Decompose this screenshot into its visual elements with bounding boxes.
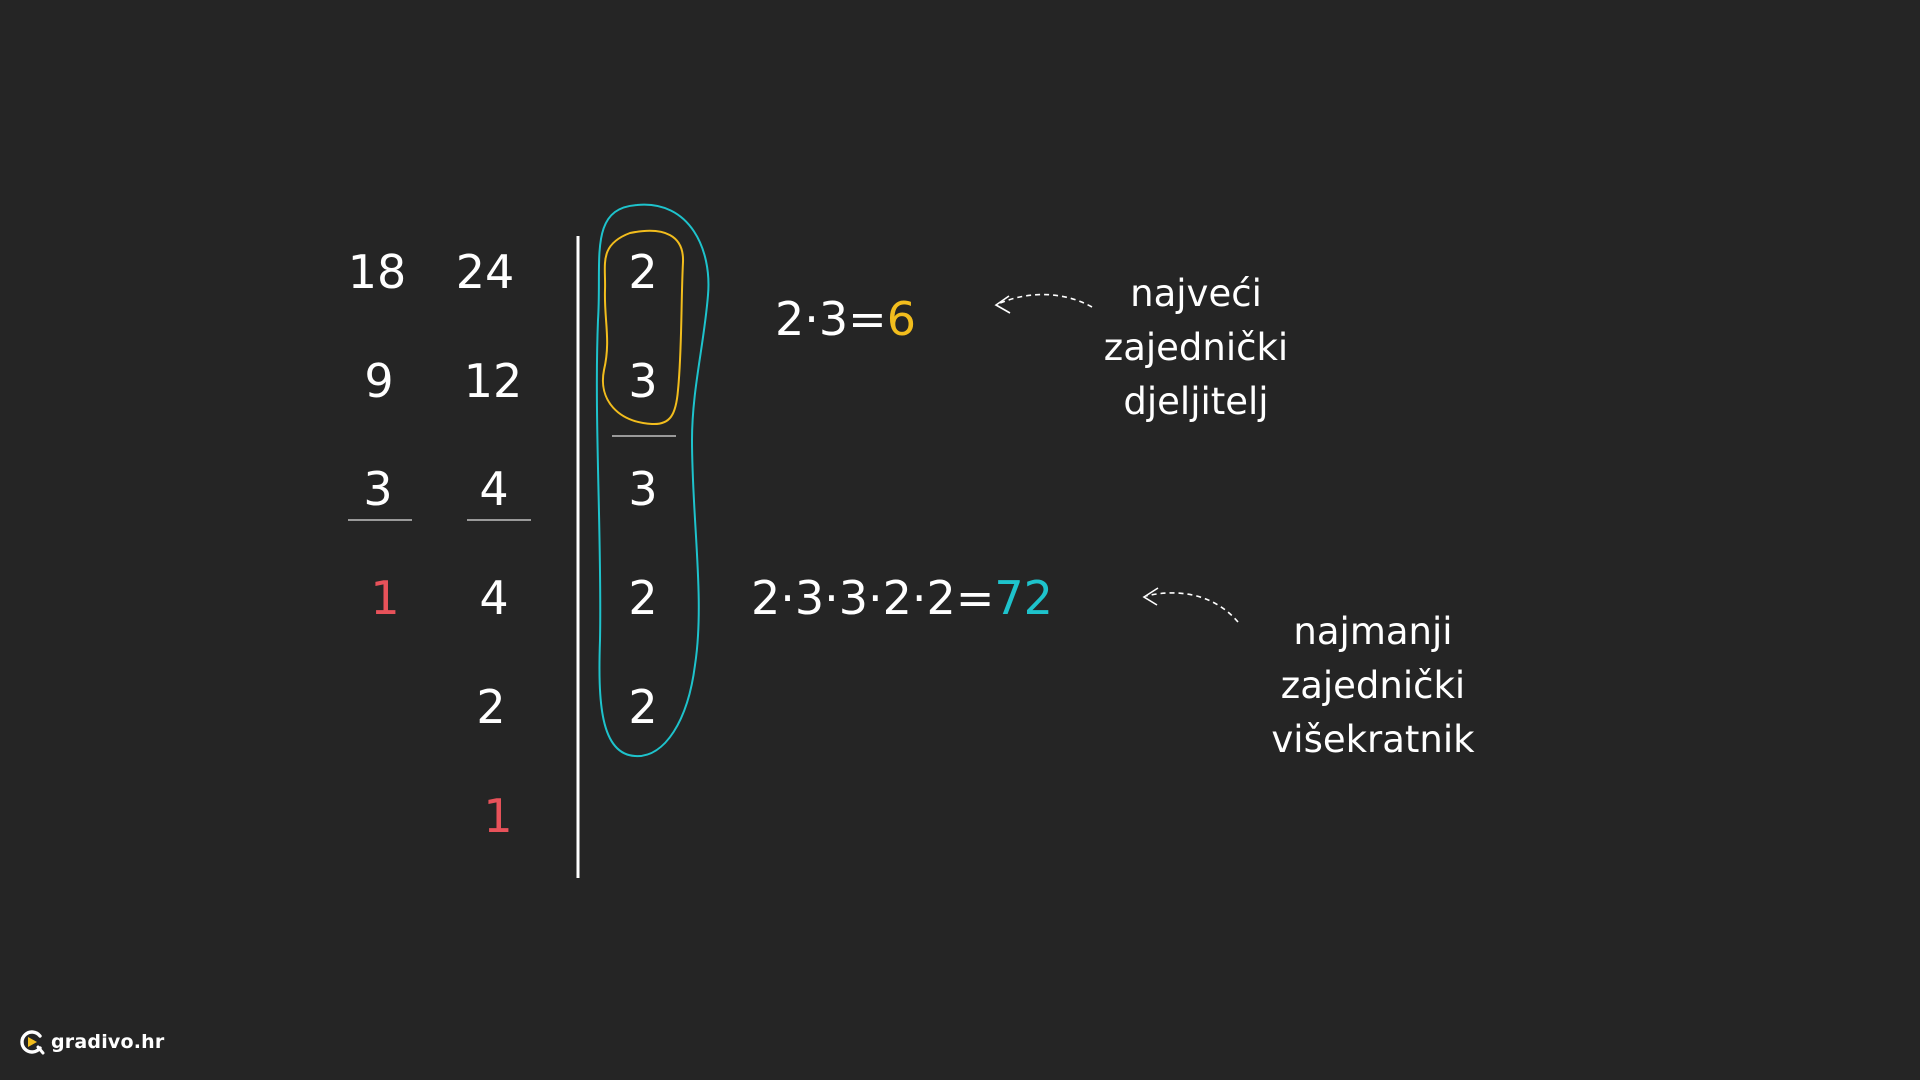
- left-value: 9: [364, 354, 394, 408]
- gradivo-logo-icon: [20, 1030, 45, 1055]
- factor-value: 2: [628, 680, 658, 734]
- factor-value: 3: [628, 462, 658, 516]
- lcm-equation: 2·3·3·2·2=72: [751, 570, 1053, 626]
- lcm-result: 72: [994, 571, 1053, 625]
- lcm-expression: 2·3·3·2·2=: [751, 571, 995, 625]
- gcd-label-line: zajednički: [1103, 326, 1289, 369]
- lcm-arrow-head: [1142, 587, 1159, 606]
- factor-value: 3: [628, 354, 658, 408]
- factor-value: 2: [628, 571, 658, 625]
- middle-value: 24: [455, 245, 515, 299]
- lcm-label-line: višekratnik: [1271, 718, 1475, 761]
- gcd-expression: 2·3=: [775, 292, 887, 346]
- middle-value: 4: [479, 571, 509, 625]
- lcm-label-line: zajednički: [1280, 664, 1466, 707]
- gcd-result: 6: [886, 292, 916, 346]
- left-remainder: 1: [370, 571, 400, 625]
- brand-logo[interactable]: gradivo.hr: [18, 1028, 164, 1056]
- left-value: 18: [347, 245, 407, 299]
- gcd-label-line: najveći: [1130, 272, 1262, 315]
- factor-value: 2: [628, 245, 658, 299]
- gcd-arrow-head: [994, 295, 1011, 314]
- lcm-label: najmanji zajednički višekratnik: [1223, 605, 1523, 767]
- gcd-equation: 2·3=6: [775, 291, 916, 347]
- lcm-label-line: najmanji: [1293, 610, 1453, 653]
- gcd-label: najveći zajednički djeljitelj: [1046, 267, 1346, 429]
- left-value: 3: [363, 462, 393, 516]
- middle-value: 2: [476, 680, 506, 734]
- middle-remainder: 1: [483, 789, 513, 843]
- middle-value: 4: [479, 462, 509, 516]
- gcd-label-line: djeljitelj: [1123, 380, 1269, 423]
- logo-text: gradivo.hr: [51, 1031, 165, 1053]
- middle-value: 12: [463, 354, 523, 408]
